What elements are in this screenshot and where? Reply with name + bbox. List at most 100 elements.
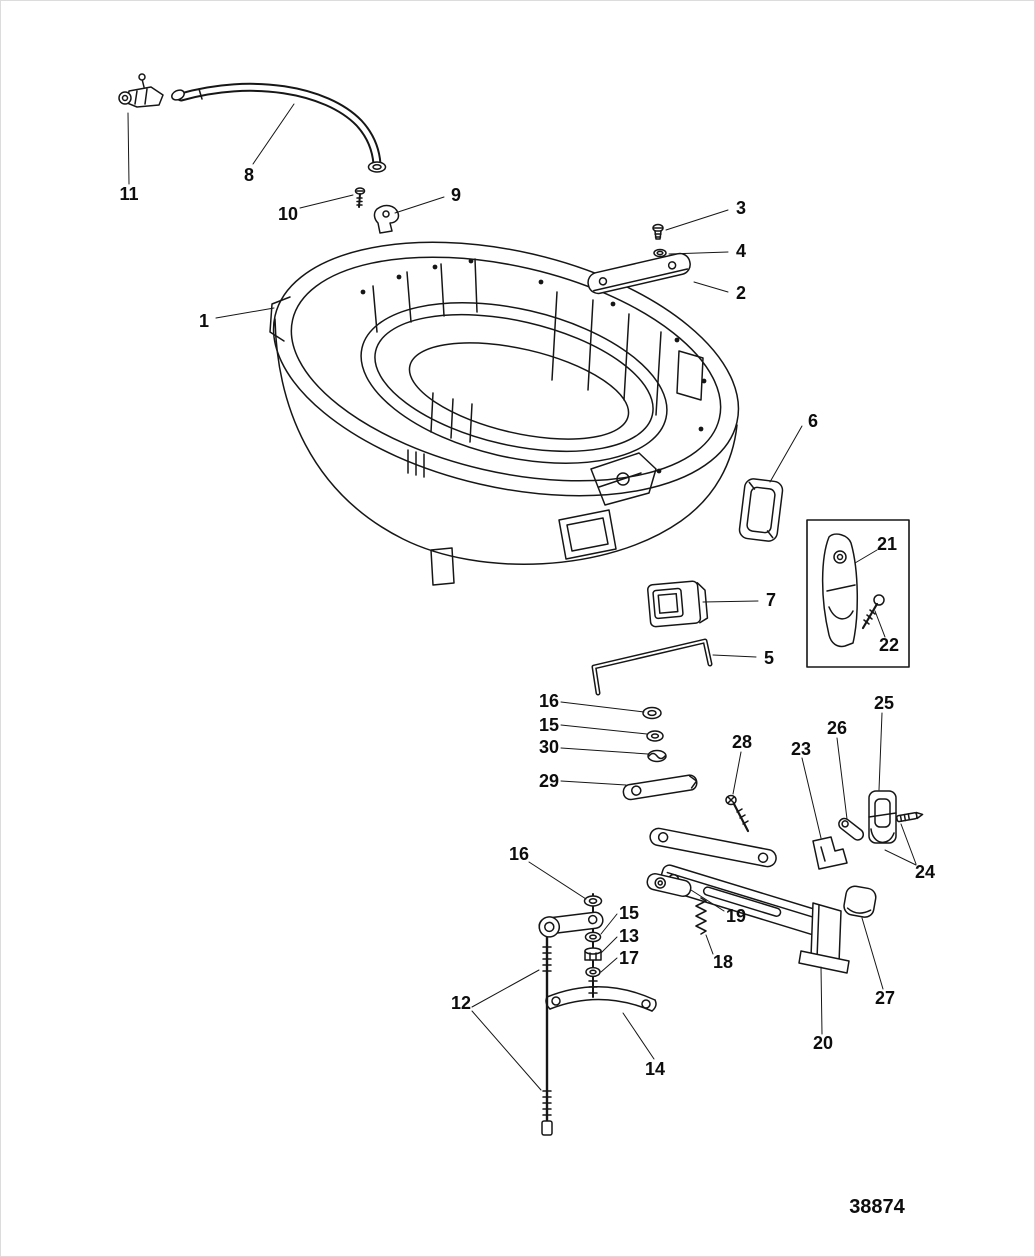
leader-line	[702, 600, 759, 603]
leader-line	[712, 654, 757, 658]
callout-21: 21	[877, 534, 897, 554]
leader-line	[560, 724, 648, 735]
callout-28: 28	[732, 732, 752, 752]
callout-15-upper: 15	[539, 715, 559, 735]
part-5-retainer-rod	[591, 638, 713, 696]
part-25-latch-hook	[868, 790, 897, 844]
leader-line	[528, 861, 587, 900]
part-30-wave-washer	[647, 749, 667, 763]
callout-6: 6	[808, 411, 818, 431]
callout-15-lower: 15	[619, 903, 639, 923]
figure-drawing-number: 38874	[849, 1196, 905, 1218]
leader-line	[471, 1010, 542, 1091]
leader-line	[471, 969, 540, 1008]
callout-10: 10	[278, 204, 298, 224]
leader-line	[705, 934, 714, 955]
callout-20: 20	[813, 1033, 833, 1053]
cam-arm	[538, 911, 604, 938]
part-8-hose	[171, 82, 387, 173]
leader-line	[215, 307, 275, 319]
part-2-cover-plate	[587, 252, 691, 295]
callout-5: 5	[764, 648, 774, 668]
leader-line	[801, 757, 822, 839]
part-17-washer	[585, 966, 601, 978]
leader-line	[900, 823, 917, 865]
callout-16-lower: 16	[509, 844, 529, 864]
part-23-bracket	[812, 836, 848, 870]
leader-line	[560, 701, 645, 713]
leader-line	[878, 712, 883, 791]
callout-11: 11	[119, 184, 138, 204]
part-20-latch-assembly	[649, 827, 850, 974]
callout-12: 12	[451, 993, 471, 1013]
part-3-screw	[652, 223, 664, 240]
callout-23: 23	[791, 739, 811, 759]
part-27-knob	[843, 885, 877, 918]
callout-13: 13	[619, 926, 639, 946]
part-6-grommet	[738, 478, 784, 542]
part-21-latch	[821, 533, 859, 648]
callout-7: 7	[766, 590, 776, 610]
part-24-pin	[896, 811, 924, 823]
callout-24: 24	[915, 862, 935, 882]
part-18-spring	[695, 897, 707, 935]
leader-line	[600, 957, 618, 973]
leader-line	[732, 751, 742, 795]
callout-4: 4	[736, 241, 746, 261]
leader-line	[836, 737, 848, 820]
callout-29: 29	[539, 771, 559, 791]
leader-line	[600, 913, 618, 935]
leader-line	[690, 889, 725, 912]
leader-line	[874, 610, 886, 638]
callout-14: 14	[645, 1059, 665, 1079]
leader-lines	[127, 103, 917, 1091]
part-7-mount	[647, 580, 709, 628]
part-16-washer-lower	[583, 895, 603, 907]
part-19-plate	[646, 873, 692, 897]
part-29-lever	[622, 774, 698, 801]
leader-line	[600, 936, 618, 954]
leader-line	[299, 194, 354, 209]
part-1-bottom-cowl	[269, 241, 740, 586]
leader-line	[252, 103, 295, 165]
part-22-screw	[861, 594, 885, 630]
latch-inset-box	[806, 519, 910, 668]
callout-labels: 11 8 10 9 3 4 2 1 6 21 22 7 5 16 15 30 2…	[119, 165, 935, 1079]
part-4-washer	[653, 248, 667, 258]
leader-line	[668, 251, 729, 255]
callout-17: 17	[619, 948, 639, 968]
leader-line	[820, 966, 823, 1035]
leader-line	[693, 281, 729, 293]
leader-line	[665, 209, 729, 231]
callout-18: 18	[713, 952, 733, 972]
leader-line	[127, 112, 130, 185]
callout-2: 2	[736, 283, 746, 303]
leader-line	[861, 917, 884, 990]
callout-16-upper: 16	[539, 691, 559, 711]
part-15-washer-upper	[646, 730, 664, 742]
callout-1: 1	[199, 311, 209, 331]
callout-9: 9	[451, 185, 461, 205]
part-12-stud-short	[588, 893, 598, 998]
part-26-link	[838, 817, 865, 841]
callout-26: 26	[827, 718, 847, 738]
leader-line	[560, 780, 627, 786]
callout-8: 8	[244, 165, 254, 185]
part-15-washer-lower	[584, 931, 602, 943]
leader-line	[560, 747, 649, 755]
part-14-curved-arm	[545, 985, 657, 1012]
part-9-clamp	[373, 204, 400, 234]
leader-line	[884, 849, 917, 866]
leader-line	[622, 1012, 655, 1060]
callout-25: 25	[874, 693, 894, 713]
part-16-washer-upper	[642, 706, 662, 720]
callout-3: 3	[736, 198, 746, 218]
callout-27: 27	[875, 988, 895, 1008]
leader-line	[854, 549, 878, 564]
part-12-stud-long	[541, 933, 553, 1136]
part-10-screw	[354, 187, 366, 208]
part-11-hose-fitting	[118, 73, 164, 108]
callout-30: 30	[539, 737, 559, 757]
